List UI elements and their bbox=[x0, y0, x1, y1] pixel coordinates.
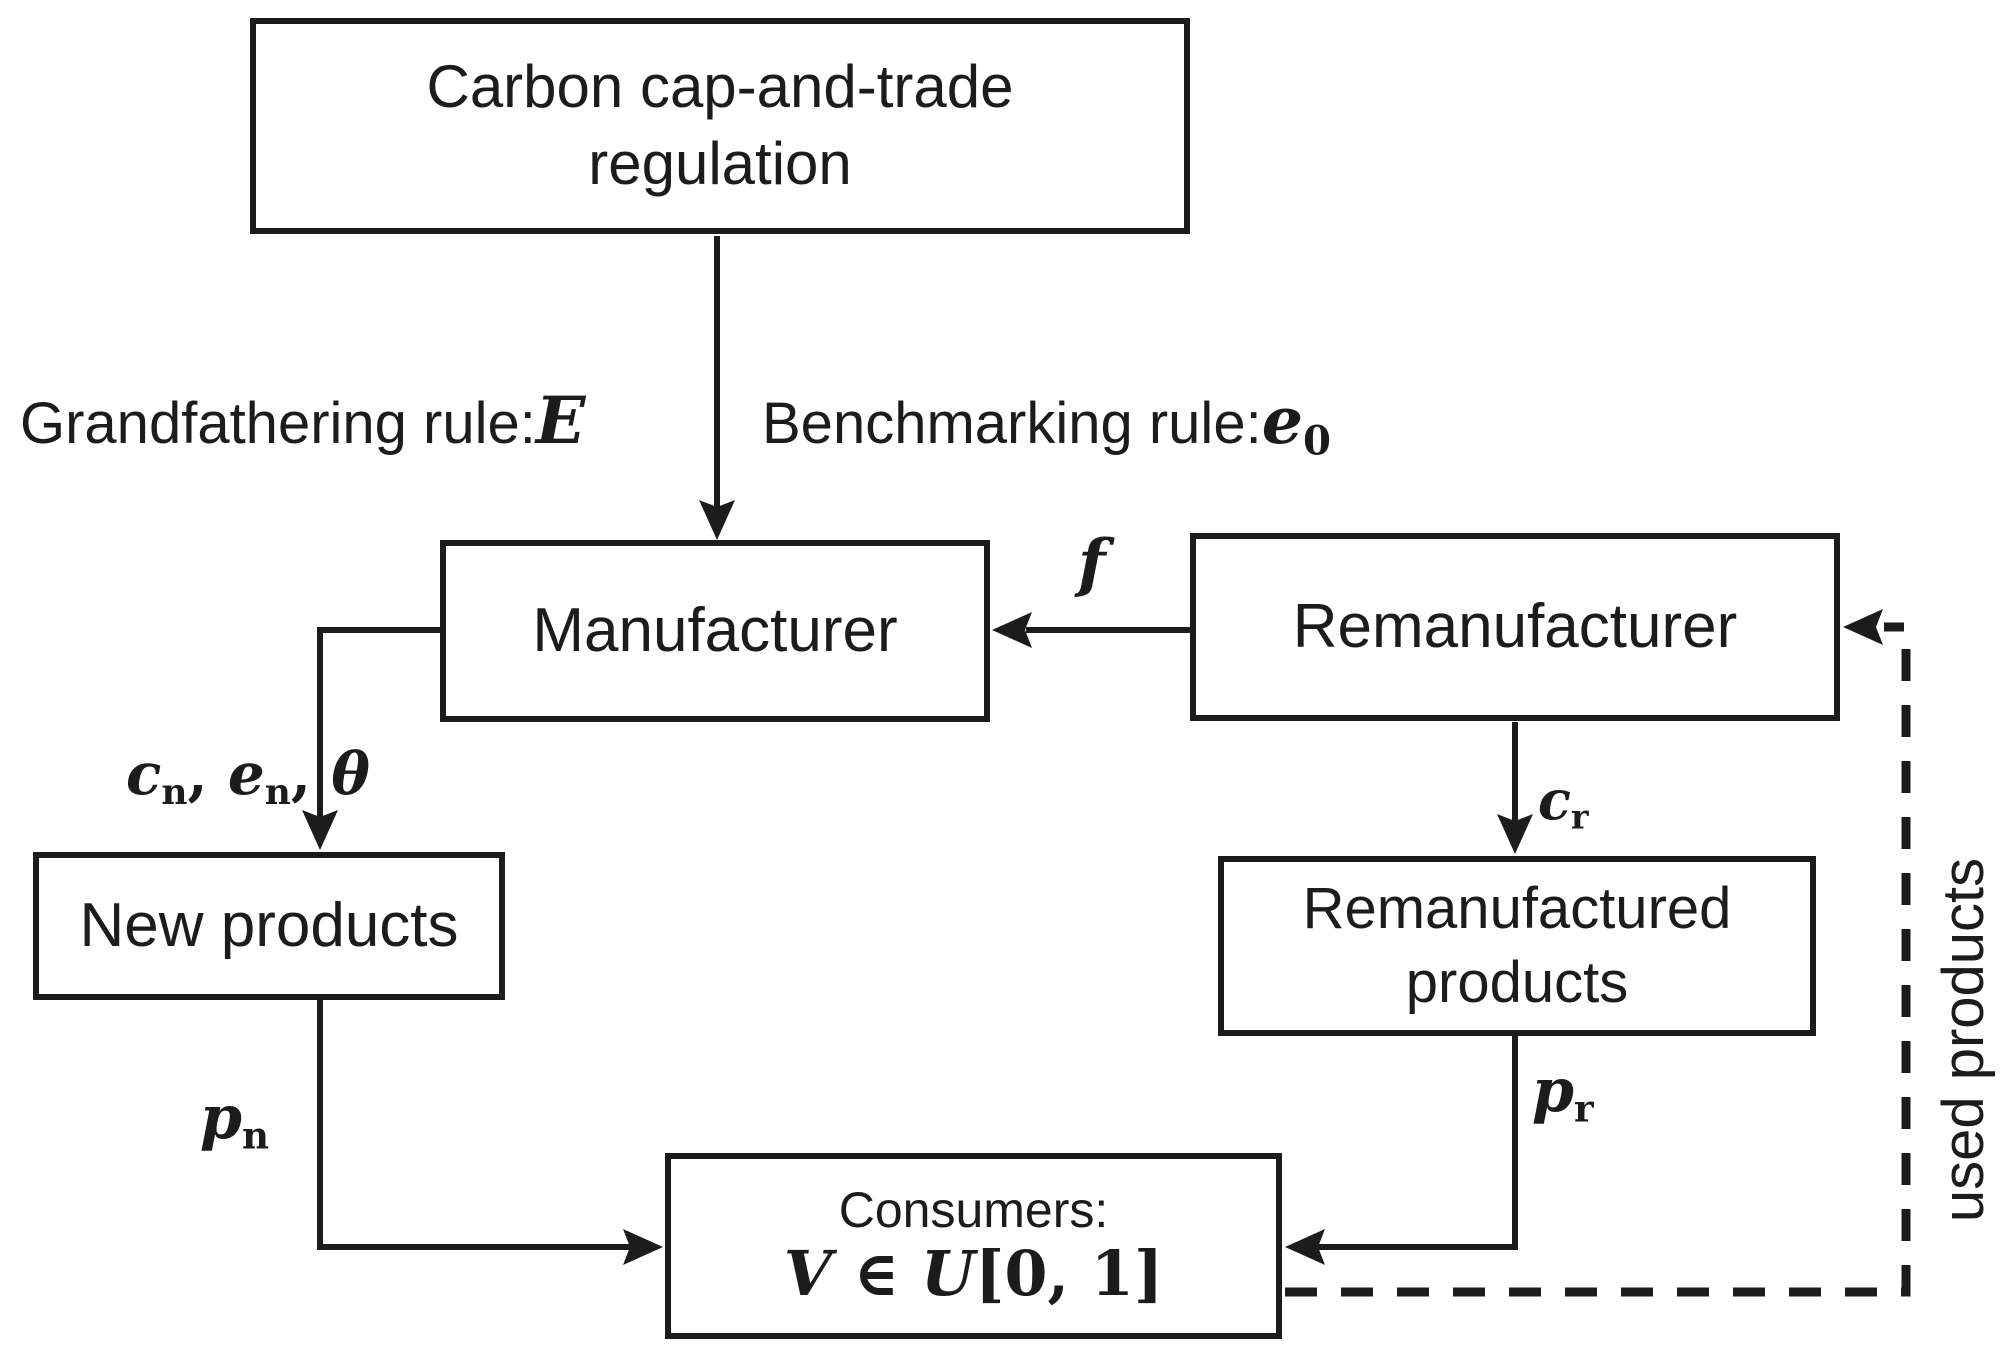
label-benchmarking-text: Benchmarking rule: bbox=[762, 391, 1262, 456]
math-sub-r1: r bbox=[1570, 797, 1589, 837]
math-symbol-c-r: c bbox=[1538, 768, 1571, 832]
math-sub-n2: n bbox=[264, 771, 291, 814]
math-separator-1: , bbox=[187, 740, 228, 808]
math-symbol-f: f bbox=[1078, 526, 1106, 601]
math-symbol-e2: e bbox=[227, 740, 265, 808]
arrowhead-down-reman-products bbox=[1497, 814, 1533, 854]
arrow-remanufacturer-to-reman-products bbox=[1497, 722, 1533, 854]
math-symbol-U: U bbox=[920, 1236, 976, 1310]
arrow-remanufacturer-to-manufacturer bbox=[992, 612, 1190, 648]
node-remanufacturer: Remanufacturer bbox=[1190, 533, 1840, 721]
path-pr-line bbox=[1318, 1036, 1518, 1250]
arrowhead-left-consumers bbox=[1285, 1229, 1325, 1265]
node-manufacturer: Manufacturer bbox=[440, 540, 990, 722]
node-remanufactured-products: Remanufactured products bbox=[1218, 856, 1816, 1036]
math-symbol-V: V bbox=[783, 1236, 832, 1310]
math-sub-r2: r bbox=[1573, 1086, 1594, 1131]
label-transfer-fee-f: f bbox=[1078, 526, 1106, 601]
node-carbon-regulation-line2: regulation bbox=[588, 130, 852, 197]
label-benchmarking-rule: Benchmarking rule:e0 bbox=[762, 383, 1331, 461]
path-new-products-to-consumers bbox=[317, 1000, 663, 1265]
node-remanufacturer-label: Remanufacturer bbox=[1292, 592, 1738, 662]
math-symbol-theta: θ bbox=[331, 740, 370, 808]
node-consumers-title: Consumers: bbox=[838, 1181, 1109, 1238]
math-symbol-c: c bbox=[126, 740, 162, 808]
path-consumers-to-remanufacturer-used-products bbox=[1285, 609, 1911, 1297]
arrowhead-down-new-products bbox=[302, 810, 338, 850]
label-reman-cost-cr: cr bbox=[1538, 768, 1589, 834]
math-sub-n1: n bbox=[161, 771, 188, 814]
node-new-products-label: New products bbox=[79, 891, 459, 961]
math-separator-2: , bbox=[290, 740, 332, 808]
path-manufacturer-to-new-products bbox=[302, 627, 440, 850]
arrowhead-left-remanufacturer bbox=[1843, 609, 1883, 645]
path-manufacturer-to-new-products-line bbox=[317, 627, 440, 822]
math-symbol-e0: e0 bbox=[1261, 383, 1331, 461]
label-grandfathering-text: Grandfathering rule: bbox=[20, 391, 536, 456]
math-interval: [0, 1] bbox=[975, 1236, 1164, 1310]
node-remanufactured-products-line2: products bbox=[1405, 950, 1629, 1015]
label-used-products: used products bbox=[1930, 790, 1996, 1290]
arrowhead-left-manufacturer bbox=[992, 612, 1032, 648]
math-sub-0: 0 bbox=[1303, 417, 1332, 465]
node-remanufactured-products-line1: Remanufactured bbox=[1302, 875, 1732, 941]
path-reman-products-to-consumers bbox=[1285, 1036, 1518, 1265]
node-manufacturer-label: Manufacturer bbox=[532, 596, 898, 666]
node-carbon-regulation-line1: Carbon cap-and-trade bbox=[426, 53, 1014, 121]
math-symbol-p-r: p bbox=[1532, 1056, 1574, 1126]
node-consumers: Consumers: V ∈ U[0, 1] bbox=[665, 1153, 1282, 1339]
label-new-price-pn: pn bbox=[200, 1083, 269, 1154]
label-grandfathering-rule: Grandfathering rule:E bbox=[20, 383, 585, 459]
math-symbol-p-n: p bbox=[200, 1083, 242, 1153]
math-sub-n3: n bbox=[241, 1113, 269, 1158]
arrow-regulation-to-manufacturer bbox=[699, 236, 735, 540]
math-element-of: ∈ bbox=[831, 1236, 921, 1310]
path-used-products-dashed bbox=[1285, 622, 1911, 1297]
path-pn-line bbox=[317, 1000, 630, 1250]
label-used-products-text: used products bbox=[1931, 857, 1996, 1223]
arrowhead-right-consumers bbox=[623, 1229, 663, 1265]
node-new-products: New products bbox=[33, 852, 505, 1000]
math-symbol-e: e bbox=[1261, 383, 1304, 459]
node-consumers-valuation: V ∈ U[0, 1] bbox=[784, 1238, 1163, 1309]
label-new-product-attributes: cn, en, θ bbox=[126, 740, 370, 810]
label-reman-price-pr: pr bbox=[1532, 1056, 1594, 1127]
node-carbon-regulation: Carbon cap-and-trade regulation bbox=[250, 18, 1190, 234]
math-symbol-E: E bbox=[535, 383, 586, 459]
arrowhead-down-manufacturer bbox=[699, 500, 735, 540]
